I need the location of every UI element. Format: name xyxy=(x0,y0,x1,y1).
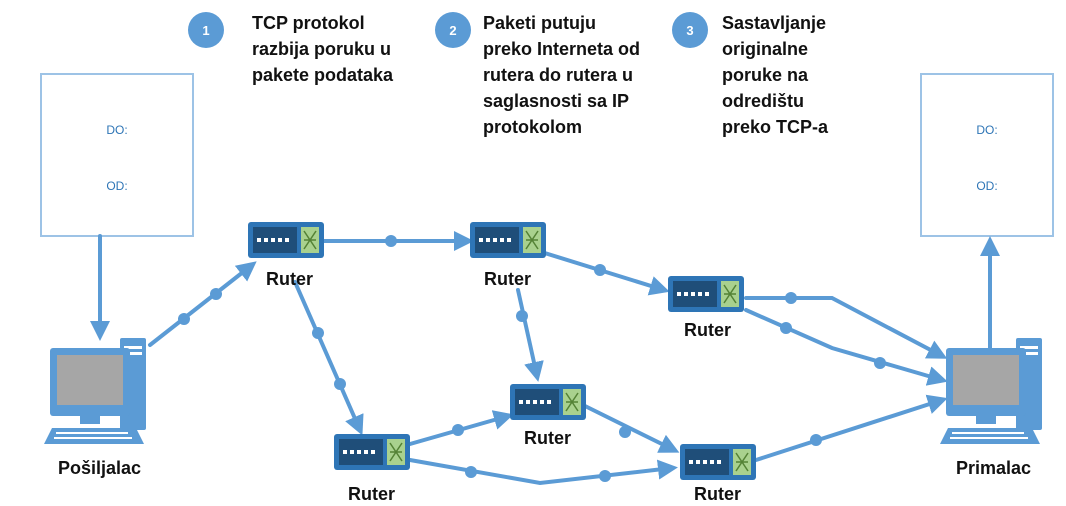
router-icon xyxy=(334,434,410,470)
router-icon xyxy=(668,276,744,312)
link-r4-r6 xyxy=(408,458,678,486)
link-r6-recv xyxy=(754,394,948,462)
router-3-label: Ruter xyxy=(684,320,732,340)
link-r2-r5 xyxy=(516,288,544,382)
link-r5-r6 xyxy=(583,404,680,453)
packet xyxy=(599,470,611,482)
packet xyxy=(334,378,346,390)
router-1-label: Ruter xyxy=(266,269,314,289)
router-2-label: Ruter xyxy=(484,269,532,289)
link-r3-recv-a xyxy=(744,296,948,359)
step-2-badge: 2 xyxy=(435,12,471,48)
sender-to-label: DO: xyxy=(106,123,128,137)
link-r3-recv-b xyxy=(744,308,948,386)
step-3-badge: 3 xyxy=(672,12,708,48)
router-icon xyxy=(470,222,546,258)
packet xyxy=(312,327,324,339)
sender-from-label: OD: xyxy=(106,179,128,193)
receiver-envelope: DO: OD: xyxy=(920,73,1054,237)
sender-label: Pošiljalac xyxy=(58,458,142,478)
sender-computer-icon xyxy=(44,338,146,444)
link-sender-r1 xyxy=(148,261,257,347)
router-5-label: Ruter xyxy=(524,428,572,448)
packet xyxy=(594,264,606,276)
packet xyxy=(210,288,222,300)
packet xyxy=(810,434,822,446)
step-1-badge: 1 xyxy=(188,12,224,48)
step-2-text: Paketi putuju preko Interneta od rutera … xyxy=(483,13,641,137)
router-4-label: Ruter xyxy=(348,484,396,504)
packets xyxy=(178,235,886,482)
receiver-to-label: DO: xyxy=(976,123,998,137)
packet xyxy=(452,424,464,436)
packet xyxy=(385,235,397,247)
receiver-label: Primalac xyxy=(956,458,1032,478)
link-r1-r4 xyxy=(293,280,364,436)
packet xyxy=(516,310,528,322)
packet xyxy=(785,292,797,304)
packet xyxy=(874,357,886,369)
packet xyxy=(780,322,792,334)
packet xyxy=(619,426,631,438)
step-3-text: Sastavljanje originalne poruke na odredi… xyxy=(722,13,829,137)
packet xyxy=(465,466,477,478)
router-icon xyxy=(680,444,756,480)
sender-envelope: DO: OD: xyxy=(40,73,194,237)
packet xyxy=(178,313,190,325)
step-1-text: TCP protokol razbija poruku u pakete pod… xyxy=(252,13,394,85)
router-icon xyxy=(248,222,324,258)
receiver-from-label: OD: xyxy=(976,179,998,193)
router-6-label: Ruter xyxy=(694,484,742,504)
router-icon xyxy=(510,384,586,420)
receiver-computer-icon xyxy=(940,338,1042,444)
